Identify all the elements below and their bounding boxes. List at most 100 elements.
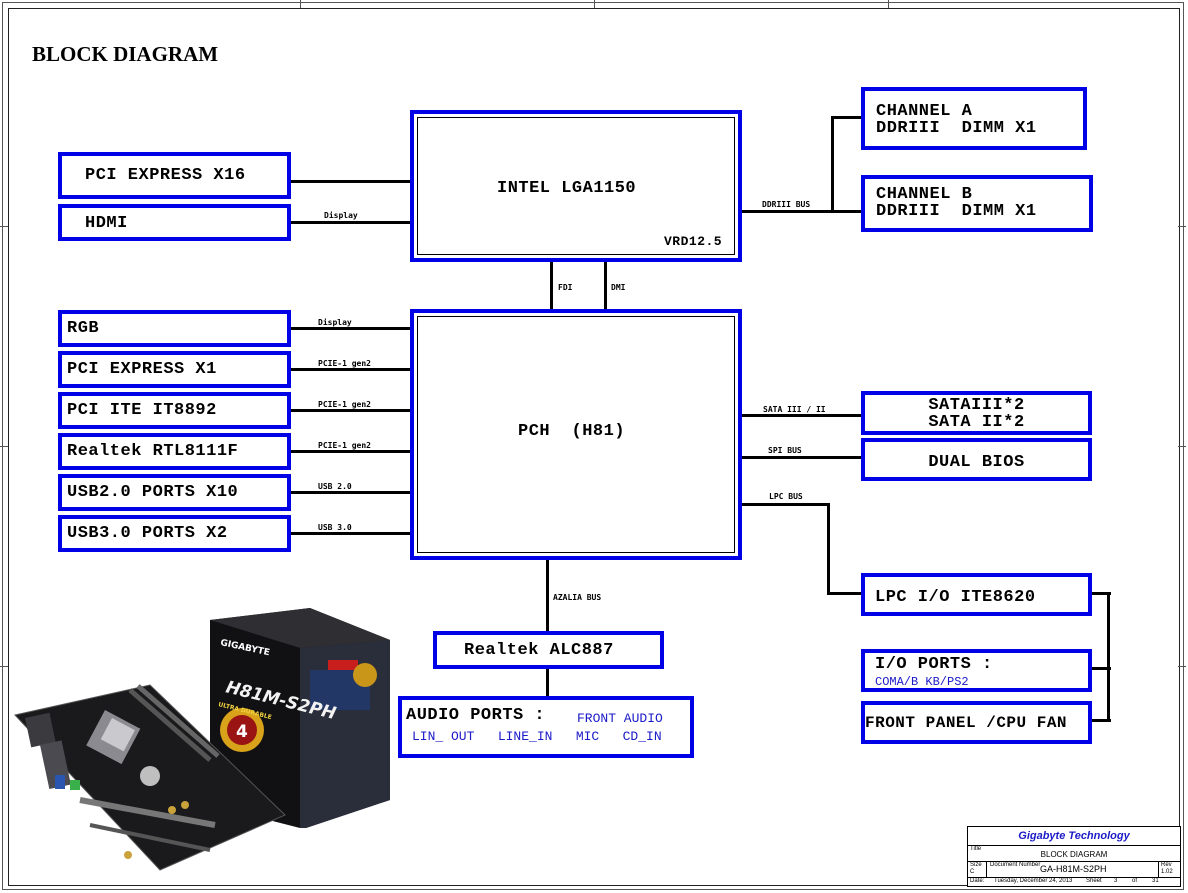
title-label: Title [970, 846, 982, 852]
line-lpc-h [740, 503, 830, 506]
bus-label-hdmi: Display [324, 211, 358, 220]
pch-block: PCH (H81) [410, 309, 742, 560]
block-channel-b: CHANNEL B DDRIII DIMM X1 [861, 175, 1093, 232]
bus-label-rtl8111f: PCIE-1 gen2 [318, 441, 371, 450]
block-pcie-x16-label: PCI EXPRESS X16 [85, 166, 246, 185]
block-dual-bios: DUAL BIOS [861, 438, 1092, 481]
sheet-border [8, 8, 1180, 886]
block-ite8892: PCI ITE IT8892 [58, 392, 291, 429]
pch-label: PCH (H81) [518, 422, 626, 441]
sata-line2: SATA II*2 [928, 413, 1025, 432]
line-ddr-vertical [831, 116, 834, 213]
line-ddr-bus [740, 210, 834, 213]
block-rgb: RGB [58, 310, 291, 347]
line-spi [740, 456, 863, 459]
audio-front-label: FRONT AUDIO [577, 711, 663, 726]
io-ports-sub: COMA/B KB/PS2 [875, 675, 969, 689]
frame-tick [300, 0, 301, 8]
line-usb3 [290, 532, 412, 535]
bus-label-usb2: USB 2.0 [318, 482, 352, 491]
line-pcie-x1 [290, 368, 412, 371]
audio-items-label: LIN_ OUT LINE_IN MIC CD_IN [412, 729, 662, 744]
sata-line1: SATAIII*2 [928, 396, 1025, 415]
line-lpc-bracket [1107, 592, 1110, 722]
block-sata: SATAIII*2 SATA II*2 [861, 391, 1092, 435]
dual-bios-label: DUAL BIOS [928, 453, 1025, 472]
bus-label-pcie-x1: PCIE-1 gen2 [318, 359, 371, 368]
block-usb3: USB3.0 PORTS X2 [58, 515, 291, 552]
line-io-ports [1091, 667, 1111, 670]
of-value: 31 [1152, 878, 1159, 884]
bus-label-lpc: LPC BUS [769, 492, 803, 501]
date-value: Tuesday, December 24, 2013 [994, 878, 1073, 884]
line-azalia [546, 558, 549, 634]
line-ddr-a [831, 116, 863, 119]
motherboard-product-image: GIGABYTE H81M-S2PH 4 ULTRA DURABLE [14, 608, 390, 871]
block-rtl8111f-label: Realtek RTL8111F [67, 442, 239, 461]
bus-label-azalia: AZALIA BUS [553, 593, 602, 602]
line-ite8892 [290, 409, 412, 412]
frame-tick [888, 0, 889, 8]
title-block: Gigabyte Technology Title BLOCK DIAGRAM … [967, 826, 1181, 887]
block-io-ports: I/O PORTS : COMA/B KB/PS2 [861, 649, 1092, 692]
sheet-label: Sheet [1086, 878, 1102, 884]
line-fdi [550, 260, 553, 312]
block-rgb-label: RGB [67, 319, 100, 338]
of-label: of [1132, 878, 1138, 884]
block-front-panel: FRONT PANEL /CPU FAN [861, 701, 1092, 744]
frame-tick [0, 226, 8, 227]
rev-label: Rev [1161, 862, 1172, 868]
company-name: Gigabyte Technology [1018, 830, 1130, 842]
cpu-label: INTEL LGA1150 [497, 179, 637, 198]
product-badge-number: 4 [236, 722, 248, 742]
block-alc887: Realtek ALC887 [433, 631, 664, 669]
block-hdmi-label: HDMI [85, 214, 128, 233]
page-title: BLOCK DIAGRAM [32, 42, 219, 66]
front-panel-label: FRONT PANEL /CPU FAN [865, 714, 1068, 732]
line-sata [740, 414, 863, 417]
channel-a-line1: CHANNEL A [876, 102, 973, 121]
bus-label-spi: SPI BUS [768, 446, 802, 455]
block-rtl8111f: Realtek RTL8111F [58, 433, 291, 470]
io-ports-label: I/O PORTS : [875, 655, 993, 674]
line-usb2 [290, 491, 412, 494]
line-dmi [604, 260, 607, 312]
doc-label: Document Number [990, 862, 1041, 868]
line-lpc-out [1091, 592, 1111, 595]
frame-tick [0, 446, 8, 447]
rev-value: 1.02 [1161, 869, 1173, 875]
frame-tick [1178, 666, 1186, 667]
bus-label-usb3: USB 3.0 [318, 523, 352, 532]
block-usb3-label: USB3.0 PORTS X2 [67, 524, 228, 543]
line-audio [546, 666, 549, 698]
sheet-value: 3 [1114, 878, 1118, 884]
block-pcie-x1-label: PCI EXPRESS X1 [67, 360, 217, 379]
line-hdmi [290, 221, 412, 224]
line-rgb [290, 327, 412, 330]
block-pcie-x1: PCI EXPRESS X1 [58, 351, 291, 388]
frame-tick [1178, 226, 1186, 227]
bus-label-sata: SATA III / II [763, 405, 826, 414]
block-ite8892-label: PCI ITE IT8892 [67, 401, 217, 420]
block-usb2: USB2.0 PORTS X10 [58, 474, 291, 511]
audio-ports-label: AUDIO PORTS : [406, 706, 546, 725]
bus-label-rgb: Display [318, 318, 352, 327]
size-value: C [970, 869, 975, 875]
line-pcie-x16 [290, 180, 412, 183]
block-lpc-io: LPC I/O ITE8620 [861, 573, 1092, 616]
bus-label-dmi: DMI [611, 283, 626, 292]
lpc-io-label: LPC I/O ITE8620 [875, 588, 1036, 607]
line-lpc-in [827, 592, 863, 595]
title-value: BLOCK DIAGRAM [1040, 850, 1108, 859]
alc887-label: Realtek ALC887 [464, 641, 614, 660]
cpu-vrd-label: VRD12.5 [664, 234, 723, 249]
channel-b-line1: CHANNEL B [876, 185, 973, 204]
line-lpc-v [827, 503, 830, 595]
block-channel-a: CHANNEL A DDRIII DIMM X1 [861, 87, 1087, 150]
size-label: Size [970, 862, 982, 868]
frame-tick [594, 0, 595, 8]
bus-label-ite8892: PCIE-1 gen2 [318, 400, 371, 409]
date-label: Date: [970, 878, 985, 884]
block-hdmi: HDMI [58, 204, 291, 241]
block-audio-ports: AUDIO PORTS : FRONT AUDIO LIN_ OUT LINE_… [398, 696, 694, 758]
